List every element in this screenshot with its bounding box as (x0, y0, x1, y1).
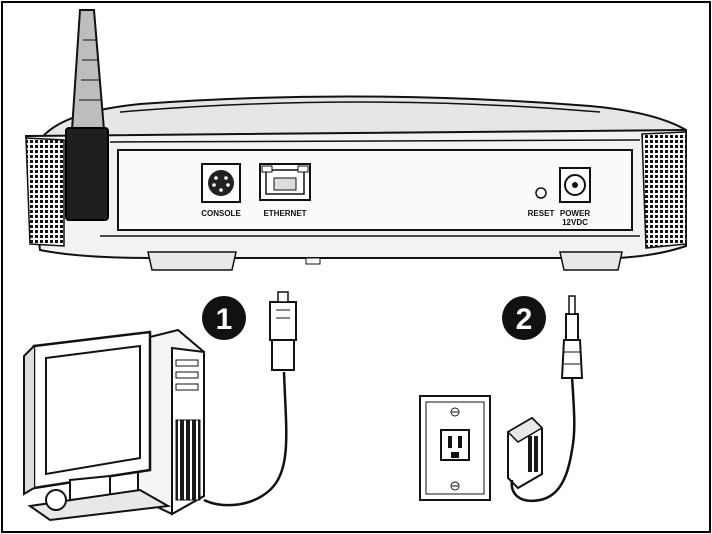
power-adapter (506, 416, 574, 503)
power-cable (560, 295, 584, 451)
step-1-number: 1 (216, 303, 233, 336)
monitor-screen (45, 344, 141, 476)
ethernet-port: ETHERNET (259, 163, 311, 218)
right-vent-grill (641, 131, 687, 249)
power-voltage-label: 12VDC (562, 218, 588, 227)
reset-label: RESET (528, 209, 555, 218)
step-2-number: 2 (516, 303, 533, 336)
router-foot-right (559, 251, 623, 271)
antenna (65, 9, 109, 221)
rj45-connector (269, 301, 297, 341)
power-label: POWER (560, 209, 590, 218)
console-port: CONSOLE (201, 163, 241, 218)
reset-button: RESET (528, 187, 555, 218)
step-1-badge: 1 (202, 296, 246, 340)
computer (23, 328, 205, 522)
monitor-base (27, 488, 172, 522)
left-vent-grill (25, 137, 65, 247)
router-foot-left (147, 251, 237, 271)
power-port: POWER 12VDC (559, 167, 591, 227)
console-port-label: CONSOLE (201, 209, 241, 218)
ethernet-cable (203, 291, 297, 507)
rear-panel (117, 149, 633, 231)
dc-plug (560, 339, 584, 379)
ethernet-port-label: ETHERNET (263, 209, 306, 218)
step-2-badge: 2 (502, 296, 546, 340)
wall-outlet (419, 395, 491, 501)
